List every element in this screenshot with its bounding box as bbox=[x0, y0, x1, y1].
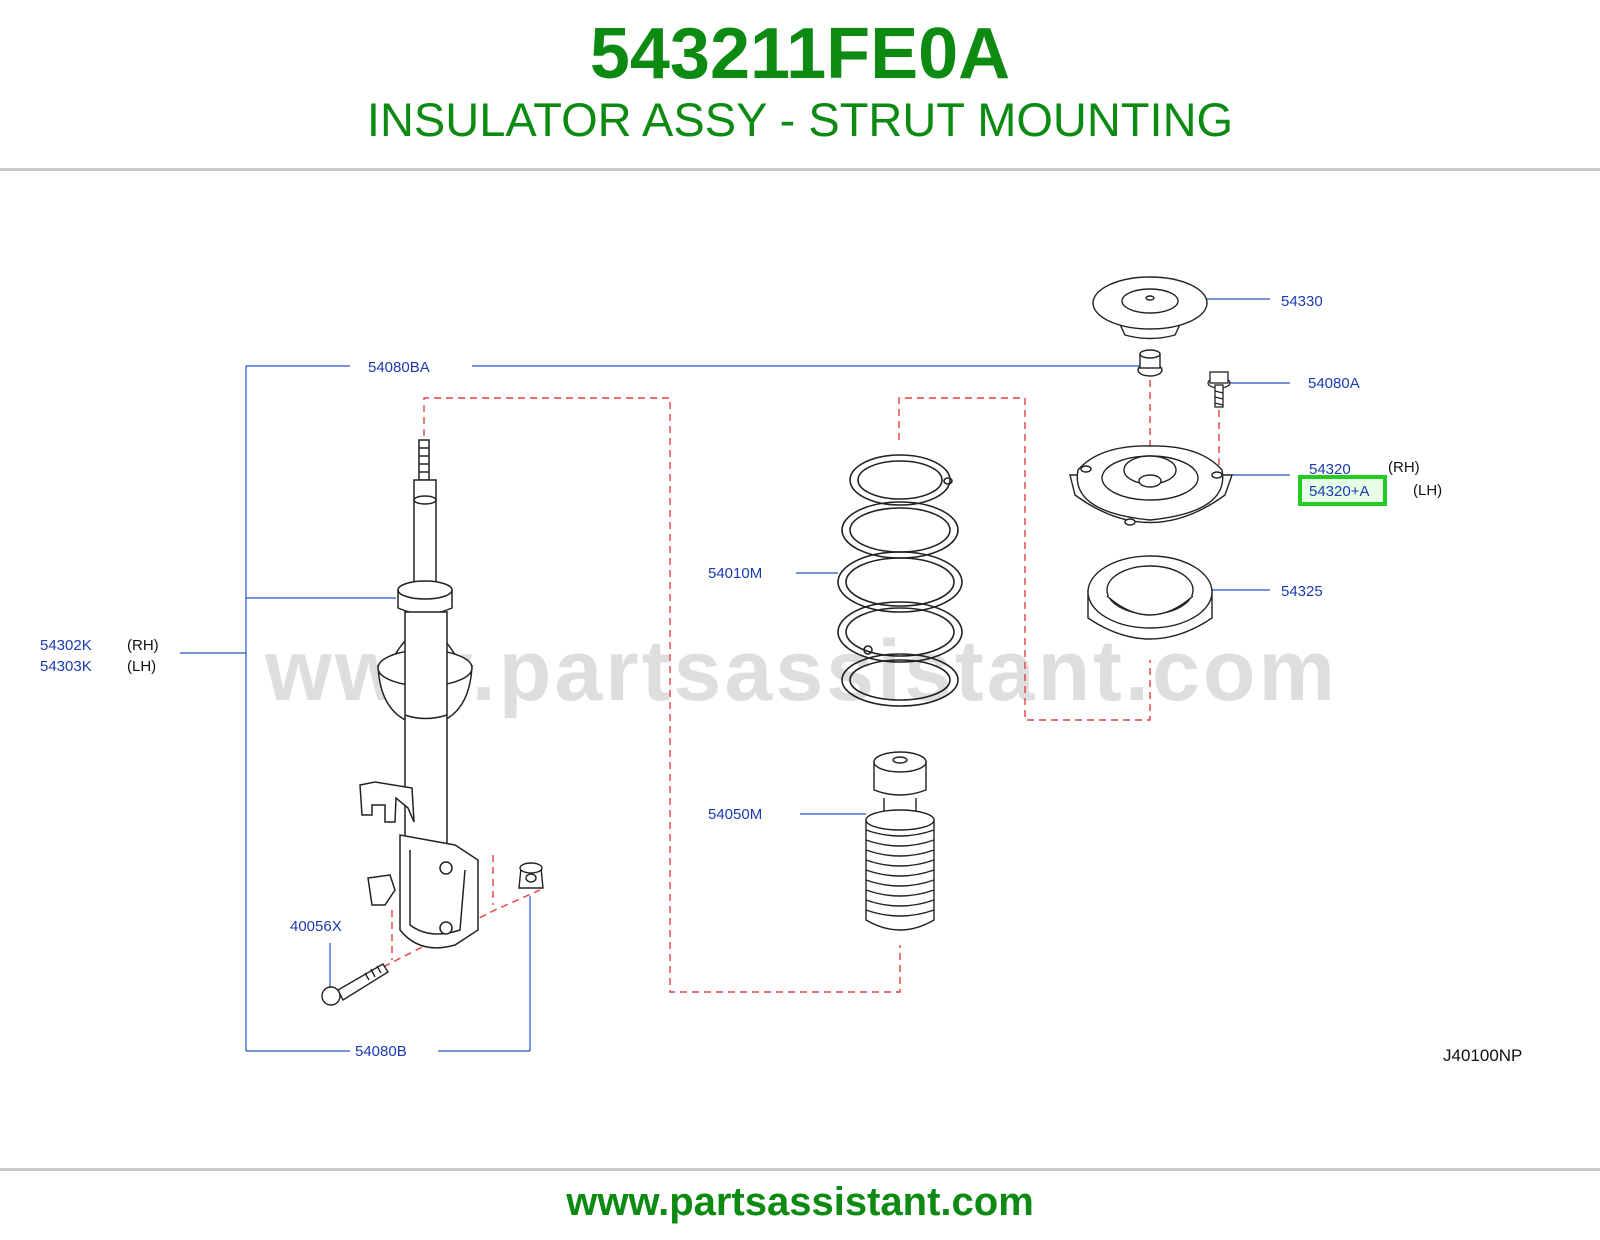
bearing-drawing bbox=[1087, 555, 1213, 640]
callout-54325[interactable]: 54325 bbox=[1281, 583, 1323, 600]
parts-diagram: www.partsassistant.com bbox=[0, 175, 1600, 1150]
header: 543211FE0A INSULATOR ASSY - STRUT MOUNTI… bbox=[0, 0, 1600, 170]
nut-54080B-drawing bbox=[518, 862, 544, 889]
bump-stop-drawing bbox=[865, 751, 935, 931]
callout-54303K-side-lh: (LH) bbox=[127, 658, 156, 675]
callout-54080BA[interactable]: 54080BA bbox=[368, 359, 430, 376]
footer-url-link[interactable]: www.partsassistant.com bbox=[566, 1180, 1034, 1224]
insulator-mount-drawing bbox=[1069, 445, 1233, 526]
nut-54080BA-drawing bbox=[1137, 349, 1163, 377]
strut-assembly-drawing bbox=[359, 439, 479, 949]
callout-54080B[interactable]: 54080B bbox=[355, 1043, 407, 1060]
selected-part-highlight bbox=[1298, 475, 1387, 506]
bolt-54080A-drawing bbox=[1207, 371, 1231, 408]
callout-54010M[interactable]: 54010M bbox=[708, 565, 762, 582]
callout-54320[interactable]: 54320 bbox=[1309, 461, 1351, 478]
callout-54302K-side-rh: (RH) bbox=[127, 637, 159, 654]
diagram-reference-code: J40100NP bbox=[1443, 1046, 1522, 1065]
callout-54303K[interactable]: 54303K bbox=[40, 658, 92, 675]
dust-cap-drawing bbox=[1092, 276, 1208, 340]
callout-54050M[interactable]: 54050M bbox=[708, 806, 762, 823]
bolt-40056X-drawing bbox=[321, 963, 389, 1006]
callout-54330[interactable]: 54330 bbox=[1281, 293, 1323, 310]
header-divider bbox=[0, 168, 1600, 171]
leader-lines bbox=[180, 298, 1290, 1052]
callout-40056X[interactable]: 40056X bbox=[290, 918, 342, 935]
callout-54320-side-rh: (RH) bbox=[1388, 459, 1420, 476]
part-number: 543211FE0A bbox=[589, 14, 1011, 94]
callout-54302K[interactable]: 54302K bbox=[40, 637, 92, 654]
footer-divider bbox=[0, 1168, 1600, 1171]
coil-spring-drawing bbox=[837, 454, 963, 707]
callout-54320A-selected[interactable]: 54320+A bbox=[1309, 483, 1369, 500]
callout-54080A[interactable]: 54080A bbox=[1308, 375, 1360, 392]
callout-54320A-side-lh: (LH) bbox=[1413, 482, 1442, 499]
part-description: INSULATOR ASSY - STRUT MOUNTING bbox=[366, 93, 1234, 146]
